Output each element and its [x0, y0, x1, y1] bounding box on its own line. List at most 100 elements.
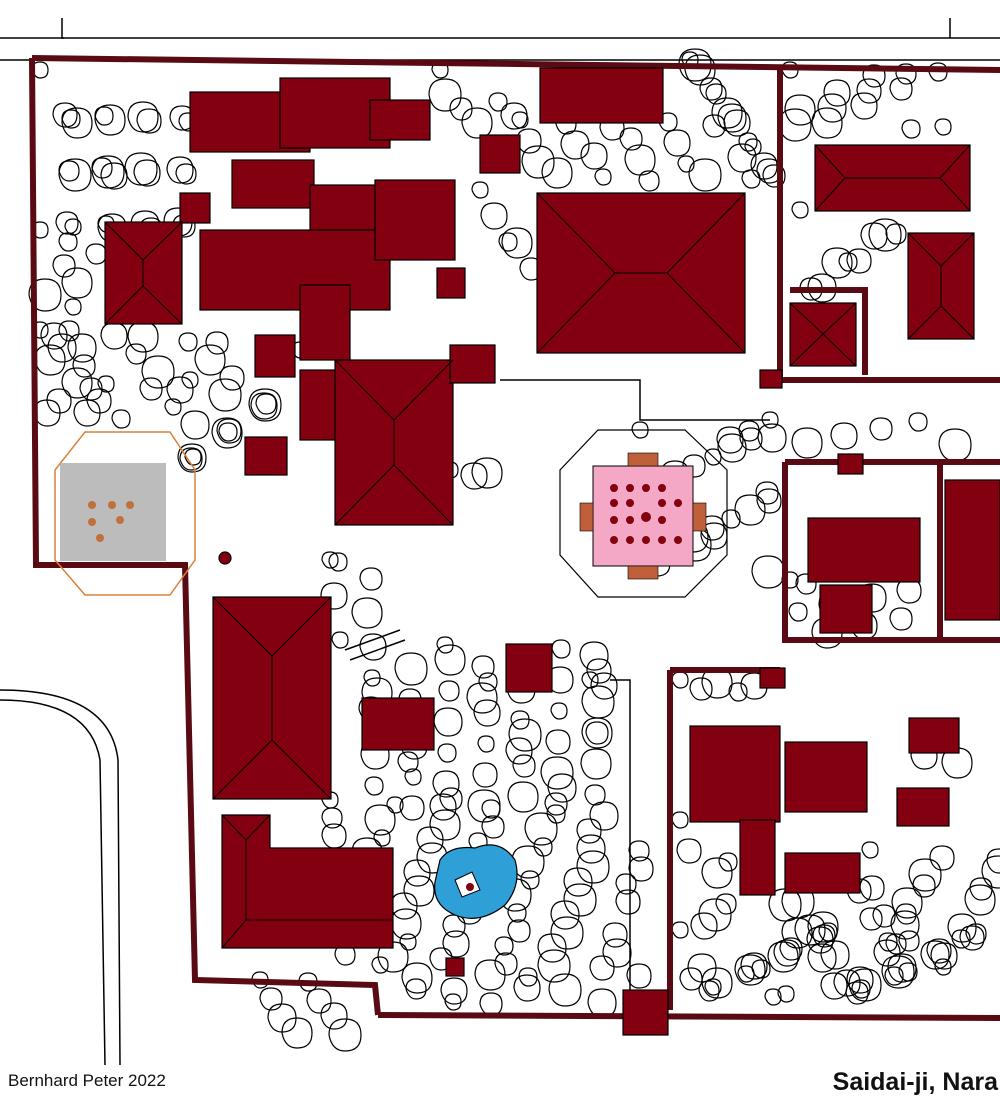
tree-outline — [164, 398, 182, 416]
tree-outline — [477, 735, 495, 753]
tree-outline — [781, 917, 813, 949]
tree-outline — [371, 956, 389, 974]
tree-outline — [727, 143, 757, 173]
tree-outline — [67, 333, 97, 363]
tree-outline — [321, 823, 347, 849]
tree-outline — [541, 157, 573, 189]
pagoda-base-gray — [60, 463, 166, 561]
tree-outline — [856, 78, 882, 104]
tree-outline — [715, 893, 737, 915]
tree-outline — [100, 322, 128, 350]
tree-outline — [638, 170, 660, 192]
tree-outline — [908, 412, 928, 432]
tree-outline — [773, 939, 801, 967]
tree-outline — [390, 892, 418, 920]
tree-outline — [887, 953, 917, 983]
tree-outline — [873, 939, 901, 967]
tree-outline — [898, 930, 920, 952]
tree-outline — [328, 552, 348, 572]
tree-outline — [58, 160, 80, 182]
tree-outline — [947, 913, 977, 943]
tree-outline — [589, 955, 615, 981]
octagon-outline — [54, 431, 196, 596]
building — [479, 134, 521, 174]
tree-outline — [965, 923, 987, 945]
tree-outline — [433, 707, 463, 737]
tree-outline — [507, 781, 539, 813]
tree-outline — [737, 965, 755, 983]
tree-outline — [751, 959, 771, 979]
tree-outline — [429, 809, 461, 841]
tree-outline — [439, 787, 463, 811]
tree-outline — [860, 222, 888, 250]
building — [299, 284, 351, 361]
tree-outline — [859, 907, 883, 931]
tree-outline — [901, 119, 921, 139]
tree-outline — [717, 433, 747, 463]
tree-outline — [895, 903, 917, 925]
tree-outline — [744, 138, 762, 156]
tree-outline — [64, 298, 82, 316]
tree-outline — [533, 837, 553, 857]
building — [309, 184, 381, 231]
tree-outline — [548, 973, 582, 1007]
author-credit: Bernhard Peter 2022 — [8, 1071, 166, 1090]
tree-outline — [52, 102, 78, 128]
tree-outline — [619, 127, 643, 151]
tree-outline — [594, 168, 612, 186]
tree-outline — [416, 826, 444, 854]
tree-outline — [31, 61, 49, 79]
tree-outline — [689, 677, 713, 701]
tree-outline — [585, 721, 609, 745]
tree-outline — [321, 807, 343, 829]
tree-outline — [52, 254, 76, 278]
tree-outline — [405, 978, 427, 1000]
tree-outline — [208, 378, 242, 412]
tree-outline — [739, 427, 763, 451]
tree-outline — [820, 940, 850, 970]
building — [449, 344, 496, 384]
tree-outline — [587, 988, 617, 1018]
tree-outline — [563, 867, 593, 897]
tree-outline — [124, 152, 158, 186]
tree-outline — [321, 551, 339, 569]
tree-outline — [872, 904, 896, 928]
tree-outline — [505, 737, 533, 765]
tree-outline — [397, 751, 419, 773]
tree-outline — [373, 829, 391, 847]
tree-outline — [328, 1018, 362, 1052]
tree-outline — [180, 410, 210, 440]
tree-outline — [512, 754, 536, 778]
south-gate — [622, 989, 669, 1036]
tree-outline — [671, 811, 689, 829]
tree-outline — [550, 916, 584, 950]
map-title: Saidai-ji, Nara — [832, 1068, 998, 1096]
tree-outline — [442, 914, 466, 938]
tree-outline — [471, 457, 503, 489]
tree-outline — [537, 949, 571, 983]
tree-outline — [320, 1002, 348, 1030]
tree-outline — [544, 792, 568, 816]
building — [944, 479, 1000, 621]
tree-outline — [61, 267, 93, 299]
tree-outline — [436, 636, 454, 654]
tree-outline — [550, 702, 568, 720]
tree-outline — [846, 248, 872, 274]
tree-outline — [581, 671, 599, 689]
tree-outline — [61, 367, 93, 399]
tree-outline — [194, 344, 226, 376]
tree-outline — [751, 555, 785, 589]
tree-outline — [58, 320, 80, 342]
tree-outline — [401, 962, 433, 994]
tree-outline — [498, 232, 518, 252]
tree-outline — [859, 875, 885, 901]
building — [179, 192, 211, 224]
building — [908, 717, 960, 754]
tree-outline — [848, 968, 882, 1002]
tree-outline — [216, 418, 242, 444]
tree-outline — [331, 631, 349, 649]
building — [784, 852, 861, 894]
tree-outline — [885, 933, 907, 955]
l-shaped-building — [221, 814, 394, 949]
tree-outline — [580, 142, 608, 170]
